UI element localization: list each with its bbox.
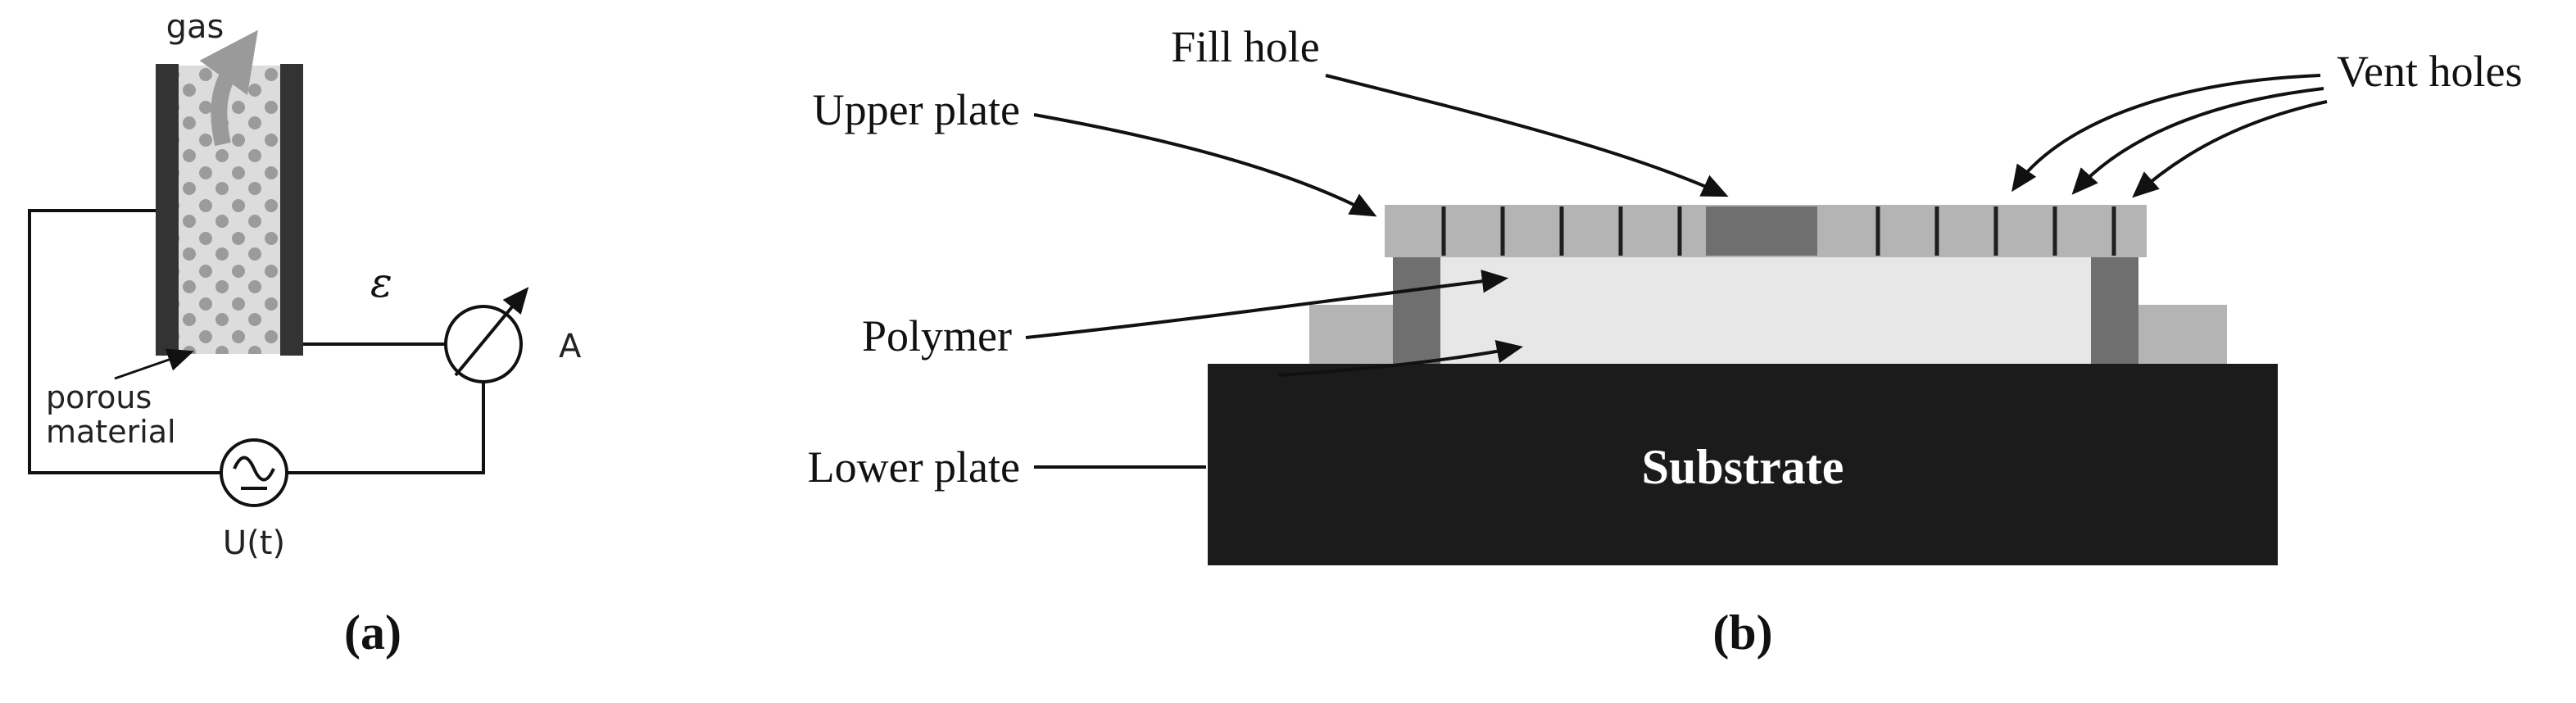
- vent-slits: [1441, 206, 2116, 256]
- upper-plate-label: Upper plate: [813, 85, 1020, 134]
- voltage-source-label: U(t): [223, 524, 285, 562]
- polymer-label: Polymer: [862, 311, 1012, 361]
- voltage-source: [220, 438, 288, 507]
- vent-holes-arrow-1: [2011, 74, 2321, 193]
- ammeter-label: A: [559, 328, 582, 365]
- lower-plate-label: Lower plate: [808, 442, 1020, 492]
- fill-hole-arrow: [1325, 74, 1729, 197]
- voltage-source-sine: [233, 456, 275, 482]
- gas-arrow: [199, 29, 258, 147]
- polymer-arrow-2: [1277, 340, 1524, 377]
- panel-a: gas ε A U(t) porous material (a): [28, 8, 582, 660]
- porous-material-column: [177, 66, 282, 354]
- porous-material-leader-line: [114, 348, 194, 380]
- left-post: [1393, 257, 1440, 364]
- epsilon-label: ε: [370, 259, 392, 306]
- polymer-layer: [1440, 257, 2091, 364]
- fill-hole-block: [1706, 206, 1817, 256]
- fill-hole-label: Fill hole: [1171, 22, 1320, 71]
- left-step-block: [1309, 305, 1395, 364]
- circuit-wire: [28, 209, 485, 474]
- porous-material-label-line2: material: [46, 414, 176, 450]
- right-step-block: [2137, 305, 2227, 364]
- panel-a-caption: (a): [344, 605, 401, 660]
- vent-holes-arrow-2: [2071, 87, 2324, 195]
- substrate-label: Substrate: [1642, 440, 1844, 494]
- gas-label: gas: [166, 8, 224, 46]
- right-post: [2091, 257, 2138, 364]
- substrate-block: [1208, 364, 2278, 565]
- left-electrode: [156, 64, 179, 356]
- porous-material-label-line1: porous: [46, 379, 152, 415]
- panel-b: Substrate Upper plate Fill ho: [808, 22, 2523, 660]
- right-electrode: [280, 64, 303, 356]
- upper-plate-arrow: [1033, 113, 1377, 217]
- panel-b-caption: (b): [1712, 605, 1772, 660]
- vent-holes-arrow-3: [2132, 100, 2328, 198]
- ammeter-needle: [454, 287, 529, 377]
- polymer-arrow-1: [1025, 270, 1509, 339]
- vent-holes-label: Vent holes: [2337, 47, 2522, 96]
